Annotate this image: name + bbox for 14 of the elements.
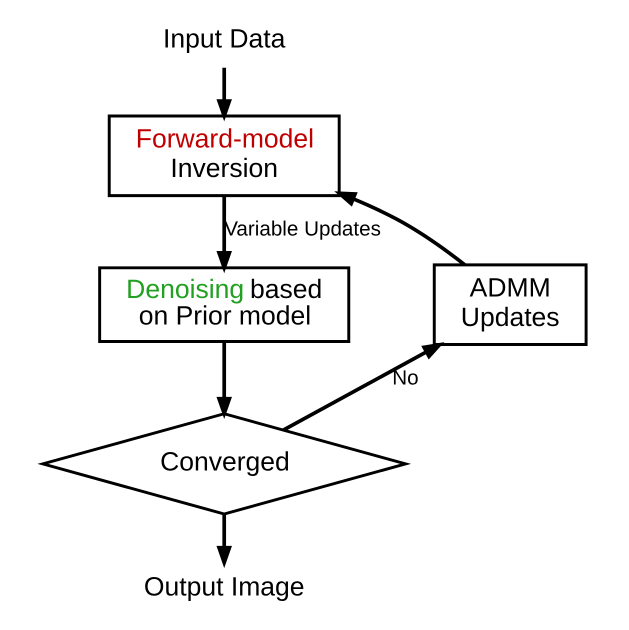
arrow	[216, 68, 232, 122]
arrow	[282, 342, 444, 432]
node-text: Input Data	[163, 23, 286, 54]
arrow	[216, 196, 232, 274]
node-box: Forward-model Inversion	[108, 114, 341, 198]
edge-label: Variable Updates	[224, 218, 381, 241]
node-diamond: Converged	[37, 412, 412, 516]
node-text: Output Image	[144, 572, 305, 602]
arrow	[216, 514, 232, 568]
node-box: ADMM Updates	[432, 263, 588, 346]
node-box: Denoising based on Prior model	[98, 266, 350, 344]
arrow	[334, 191, 466, 266]
edge-label: No	[392, 366, 419, 390]
arrow	[216, 342, 232, 420]
